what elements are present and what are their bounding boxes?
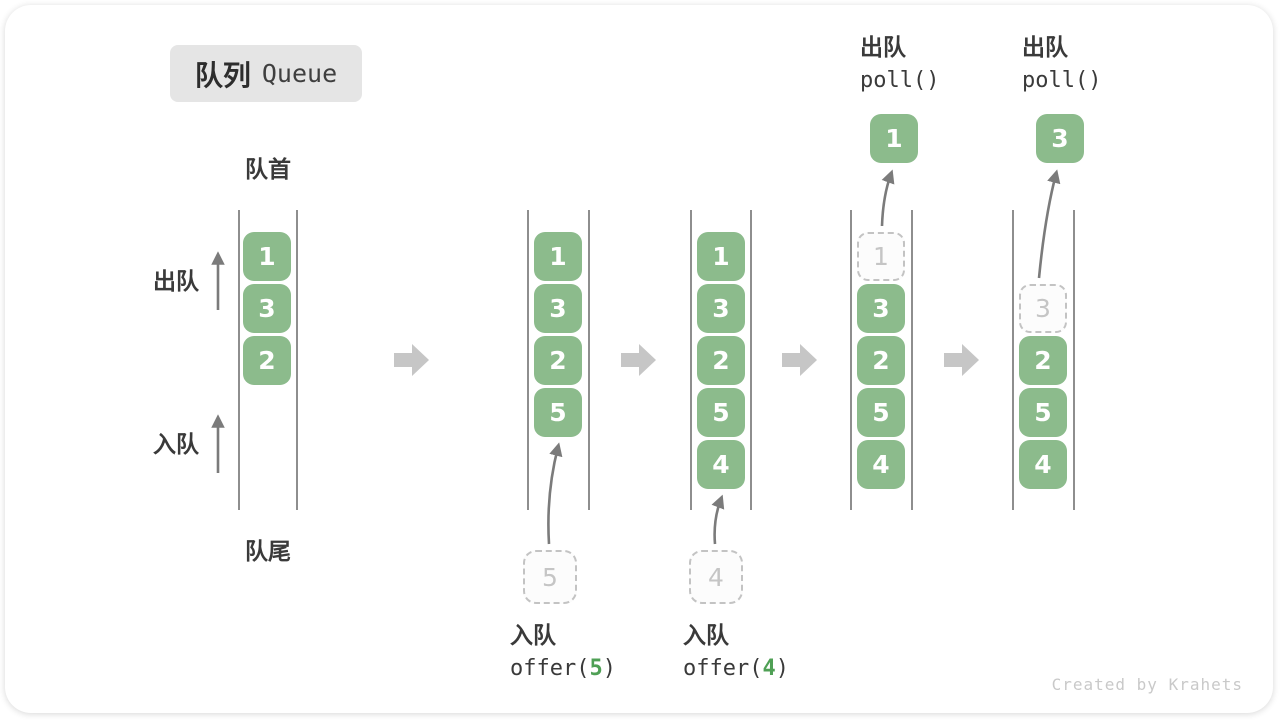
code-arg: 4 [762, 656, 776, 681]
queue-slot: 2 [1019, 336, 1067, 385]
queue-rear-label: 队尾 [245, 538, 291, 564]
enqueue-label: 入队 [683, 622, 729, 648]
dequeue-label: 出队 [1022, 34, 1068, 60]
title-badge: 队列 Queue [170, 45, 362, 102]
queue-slot: 1 [697, 232, 745, 281]
code-text: ) [602, 656, 616, 681]
queue-wall [911, 210, 913, 510]
queue-slot: 3 [697, 284, 745, 333]
poll-operation-label: 出队 poll() [860, 30, 939, 98]
dequeued-value-box: 1 [870, 114, 918, 163]
code-text: offer( [510, 656, 590, 681]
queue-slot: 1 [243, 232, 291, 281]
title-zh: 队列 [194, 59, 251, 91]
queue-slot: 1 [534, 232, 582, 281]
watermark: Created by Krahets [1051, 675, 1243, 694]
queue-slot: 3 [857, 284, 905, 333]
dequeued-value-box: 3 [1036, 114, 1084, 163]
dequeue-side-label: 出队 [153, 268, 199, 294]
queue-slot: 5 [1019, 388, 1067, 437]
queue-wall [527, 210, 529, 510]
queue-slot: 5 [697, 388, 745, 437]
poll-code: poll() [1022, 68, 1102, 93]
queue-slot-removed: 3 [1019, 284, 1067, 333]
dequeue-label: 出队 [860, 34, 906, 60]
queue-wall [1073, 210, 1075, 510]
offer-code: offer(5) [510, 652, 616, 686]
title-en: Queue [261, 59, 338, 88]
queue-front-label: 队首 [245, 156, 291, 182]
poll-operation-label: 出队 poll() [1022, 30, 1101, 98]
queue-wall [850, 210, 852, 510]
queue-slot-removed: 1 [857, 232, 905, 281]
queue-slot: 5 [857, 388, 905, 437]
queue-slot: 4 [697, 440, 745, 489]
enqueue-value-box: 4 [689, 550, 743, 604]
queue-slot: 3 [243, 284, 291, 333]
arrow-right-icon [621, 344, 656, 376]
queue-slot: 3 [534, 284, 582, 333]
enqueue-value-box: 5 [523, 550, 577, 604]
offer-operation-label: 入队 offer(4) [683, 618, 789, 686]
poll-code: poll() [860, 68, 940, 93]
code-arg: 5 [589, 656, 603, 681]
queue-slot: 2 [243, 336, 291, 385]
arrow-right-icon [944, 344, 979, 376]
queue-wall [238, 210, 240, 510]
offer-operation-label: 入队 offer(5) [510, 618, 616, 686]
queue-slot: 5 [534, 388, 582, 437]
queue-wall [296, 210, 298, 510]
queue-slot: 2 [697, 336, 745, 385]
offer-code: offer(4) [683, 652, 789, 686]
arrow-right-icon [782, 344, 817, 376]
queue-slot: 4 [1019, 440, 1067, 489]
queue-wall [1012, 210, 1014, 510]
enqueue-label: 入队 [510, 622, 556, 648]
queue-slot: 2 [534, 336, 582, 385]
enqueue-side-label: 入队 [153, 431, 199, 457]
queue-slot: 4 [857, 440, 905, 489]
code-text: ) [775, 656, 789, 681]
queue-slot: 2 [857, 336, 905, 385]
queue-wall [750, 210, 752, 510]
queue-wall [588, 210, 590, 510]
arrow-right-icon [394, 344, 429, 376]
code-text: offer( [683, 656, 763, 681]
queue-wall [690, 210, 692, 510]
